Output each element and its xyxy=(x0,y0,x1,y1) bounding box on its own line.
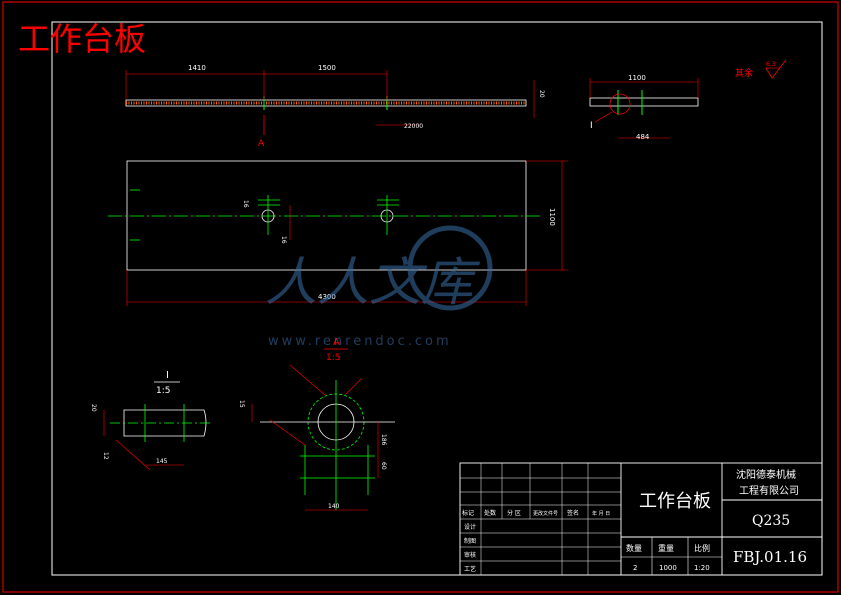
company-line2: 工程有限公司 xyxy=(739,484,799,497)
detail-a-dim-3: 60 xyxy=(380,462,387,470)
part-name: 工作台板 xyxy=(639,491,711,512)
detail-a-scale: 1:5 xyxy=(326,353,340,363)
drawing-title: 工作台板 xyxy=(18,20,146,58)
dim-484: 484 xyxy=(636,133,650,141)
dim-h2: 16 xyxy=(242,200,249,208)
company-line1: 沈阳德泰机械 xyxy=(736,468,796,481)
weight-value: 1000 xyxy=(659,564,677,572)
detail-callout-circle xyxy=(609,93,631,115)
detail-i-scale: 1:5 xyxy=(156,386,170,396)
section-marker-a: A xyxy=(258,139,265,149)
dim-1100-side: 1100 xyxy=(628,74,646,82)
rev-header-1: 处数 xyxy=(484,509,496,517)
detail-i-view: I 1:5 20 12 145 xyxy=(90,370,212,471)
detail-i-dim-2: 12 xyxy=(102,452,109,460)
detail-i-outline xyxy=(123,409,207,437)
watermark-url: www.renrendoc.com xyxy=(268,334,452,349)
dim-1500: 1500 xyxy=(318,64,336,72)
dim-height: 1100 xyxy=(548,208,556,226)
detail-a-dim-4: 140 xyxy=(328,503,340,510)
rev-header-2: 分 区 xyxy=(507,509,521,517)
material: Q235 xyxy=(752,513,790,529)
detail-callout-label: I xyxy=(590,121,593,131)
dim-thk: 20 xyxy=(538,90,545,98)
detail-a-dim-2: 186 xyxy=(380,434,387,446)
detail-i-dim-3: 145 xyxy=(156,458,168,465)
scale-value: 1:20 xyxy=(694,564,710,572)
drawing-number: FBJ.01.16 xyxy=(733,548,807,566)
plate-outline xyxy=(126,160,527,271)
dim-h1: 16 xyxy=(280,236,287,244)
roughness-symbol xyxy=(765,59,787,79)
roughness-value: 6.3 xyxy=(766,61,776,68)
watermark: 人人文库 www.renrendoc.com xyxy=(265,225,493,349)
role-review: 审核 xyxy=(464,551,476,559)
role-process: 工艺 xyxy=(464,565,476,573)
weight-label: 重量 xyxy=(658,543,674,553)
detail-i-dim-1: 20 xyxy=(90,404,97,412)
roughness-note: 其余 6.3 xyxy=(735,59,787,79)
title-block: 标记 处数 分 区 更改文件号 签名 年 月 日 设计 制图 审核 工艺 工作台… xyxy=(459,462,823,576)
detail-a-view: A 1:5 15 186 60 140 xyxy=(238,337,395,511)
plan-view: 16 16 4300 1100 xyxy=(108,160,568,306)
role-draw: 制图 xyxy=(464,537,476,545)
inner-border xyxy=(51,21,823,576)
rev-header-3: 更改文件号 xyxy=(533,510,558,517)
qty-label: 数量 xyxy=(626,543,642,553)
rev-header-4: 签名 xyxy=(567,509,579,517)
dim-1410: 1410 xyxy=(188,64,206,72)
detail-a-dim-1: 15 xyxy=(238,400,245,408)
qty-value: 2 xyxy=(633,564,637,572)
side-plank xyxy=(589,97,699,107)
rev-header-0: 标记 xyxy=(462,509,474,517)
scale-label: 比例 xyxy=(694,543,710,553)
watermark-ring xyxy=(407,225,493,311)
side-view: 1100 I 484 xyxy=(589,74,699,141)
role-design: 设计 xyxy=(464,523,476,531)
detail-i-title: I xyxy=(166,370,169,381)
rev-header-5: 年 月 日 xyxy=(592,510,610,517)
roughness-label: 其余 xyxy=(735,67,753,79)
top-elevation-view: 1410 1500 20 22000 A xyxy=(125,64,545,149)
dim-tol: 22000 xyxy=(404,123,423,130)
dim-length: 4300 xyxy=(318,293,336,301)
detail-a-title: A xyxy=(333,337,340,348)
watermark-text: 人人文库 xyxy=(265,253,481,313)
